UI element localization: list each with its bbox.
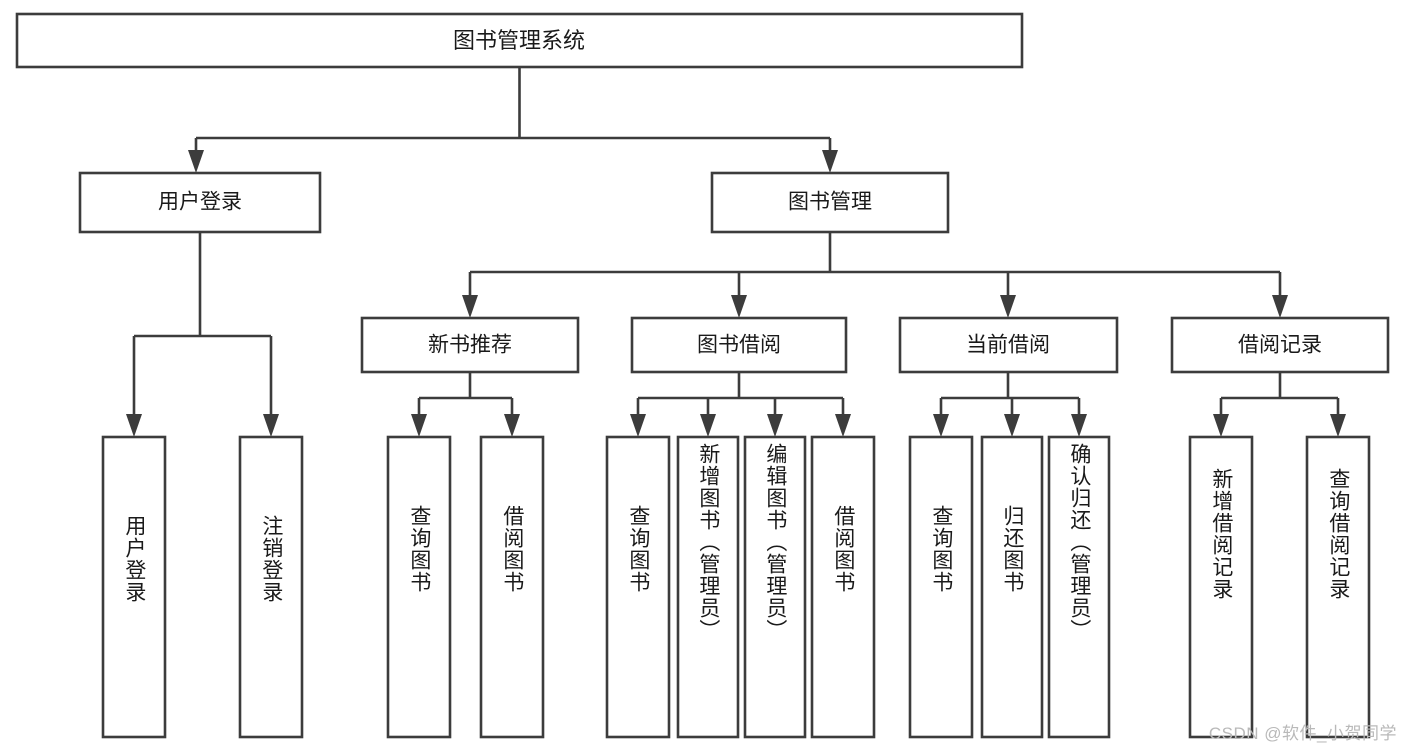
arrow-bookborrow-leaf3 [767, 414, 783, 437]
node-book-borrow-label: 图书借阅 [697, 334, 781, 357]
node-book-borrow[interactable]: 图书借阅 [630, 316, 848, 374]
leaf-box-user-login-2[interactable] [238, 435, 304, 739]
node-current-borrow-label: 当前借阅 [966, 334, 1050, 357]
arrow-userlogin-leaf2 [263, 414, 279, 437]
leaf-box-borrow-record-2[interactable] [1305, 435, 1371, 739]
leaf-box-book-borrow-2[interactable] [676, 435, 740, 739]
arrow-root-to-user-login [188, 150, 204, 173]
arrow-currentborrow-leaf1 [933, 414, 949, 437]
arrow-bookmanage-to-newbook [462, 295, 478, 318]
edge-userlogin-bus [132, 232, 273, 414]
arrow-bookmanage-to-borrowrecord [1272, 295, 1288, 318]
node-book-manage-label: 图书管理 [788, 191, 872, 214]
node-borrow-record-label: 借阅记录 [1238, 334, 1322, 357]
arrow-borrowrecord-leaf2 [1330, 414, 1346, 437]
nodes-layer: 图书管理系统 用户登录 图书管理 新书推荐 图书借阅 当前 [15, 12, 1390, 739]
node-current-borrow-box[interactable] [898, 316, 1119, 374]
edge-borrowrecord-bus [1219, 372, 1340, 414]
node-user-login-box[interactable] [78, 171, 322, 234]
arrow-bookborrow-leaf4 [835, 414, 851, 437]
leaf-box-user-login-1[interactable] [101, 435, 167, 739]
node-new-book-recommend[interactable]: 新书推荐 [360, 316, 580, 374]
leaf-box-current-borrow-1[interactable] [908, 435, 974, 739]
node-root-box[interactable] [15, 12, 1024, 69]
node-borrow-record[interactable]: 借阅记录 [1170, 316, 1390, 374]
arrow-newbook-leaf1 [411, 414, 427, 437]
node-user-login-label: 用户登录 [158, 191, 242, 214]
node-root[interactable]: 图书管理系统 [15, 12, 1024, 69]
arrow-userlogin-leaf1 [126, 414, 142, 437]
arrow-borrowrecord-leaf1 [1213, 414, 1229, 437]
node-user-login[interactable]: 用户登录 [78, 171, 322, 234]
arrow-root-to-book-manage [822, 150, 838, 173]
arrow-currentborrow-leaf3 [1071, 414, 1087, 437]
arrow-newbook-leaf2 [504, 414, 520, 437]
node-book-manage-box[interactable] [710, 171, 950, 234]
node-new-book-recommend-box[interactable] [360, 316, 580, 374]
leaf-box-borrow-record-1[interactable] [1188, 435, 1254, 739]
node-new-book-recommend-label: 新书推荐 [428, 334, 512, 357]
leaf-box-current-borrow-3[interactable] [1047, 435, 1111, 739]
node-book-borrow-box[interactable] [630, 316, 848, 374]
node-root-label: 图书管理系统 [453, 28, 585, 53]
edge-root-bus [194, 67, 832, 150]
leaf-box-book-borrow-3[interactable] [743, 435, 807, 739]
edges-layer [126, 67, 1346, 437]
leaf-box-book-borrow-1[interactable] [605, 435, 671, 739]
edge-newbook-bus [417, 372, 514, 414]
arrow-bookmanage-to-currentborrow [1000, 295, 1016, 318]
arrow-bookborrow-leaf2 [700, 414, 716, 437]
leaf-box-book-borrow-4[interactable] [810, 435, 876, 739]
node-current-borrow[interactable]: 当前借阅 [898, 316, 1119, 374]
arrow-bookmanage-to-bookborrow [731, 295, 747, 318]
edge-bookmanage-bus [468, 232, 1282, 295]
leaf-box-new-book-1[interactable] [386, 435, 452, 739]
arrow-bookborrow-leaf1 [630, 414, 646, 437]
node-book-manage[interactable]: 图书管理 [710, 171, 950, 234]
watermark-text: CSDN @软件_小贺同学 [1208, 724, 1397, 743]
arrow-currentborrow-leaf2 [1004, 414, 1020, 437]
leaf-box-new-book-2[interactable] [479, 435, 545, 739]
edge-currentborrow-bus [939, 372, 1081, 414]
edge-bookborrow-bus [636, 372, 845, 414]
leaf-box-current-borrow-2[interactable] [980, 435, 1044, 739]
node-borrow-record-box[interactable] [1170, 316, 1390, 374]
